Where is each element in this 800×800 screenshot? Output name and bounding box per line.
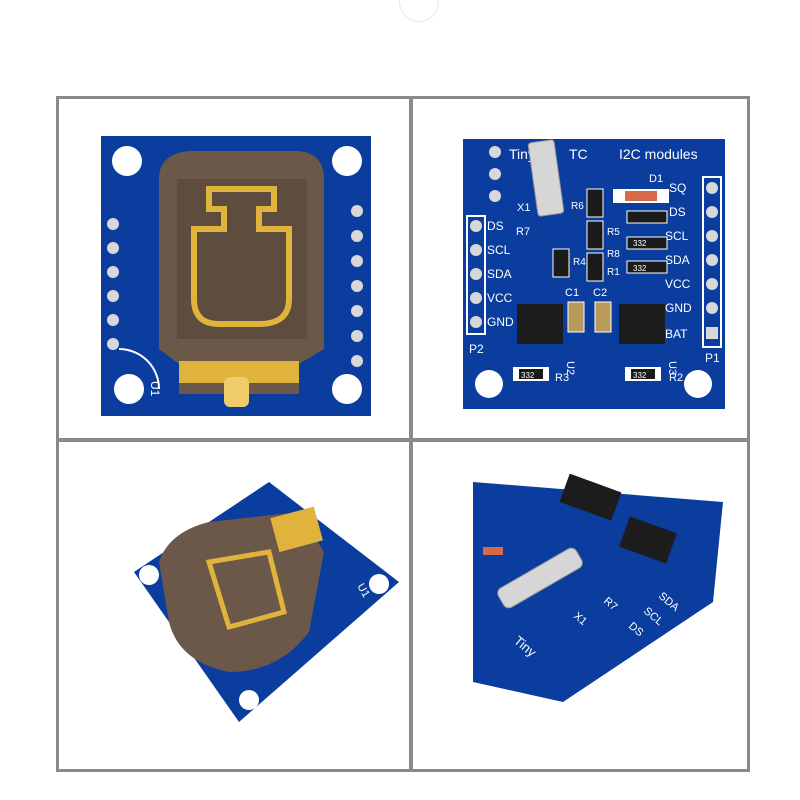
p2-label: P2 [469,342,484,356]
left-pin-label: GND [487,315,514,329]
grid-divider-vertical [409,96,413,772]
r4-label: R4 [573,257,586,268]
left-pin-label: SCL [487,243,511,257]
panel-battery-holder-angled: U1 [59,442,409,769]
panel-component-angled: Tiny X1 R7 DS SCL SDA [413,442,747,769]
gold-spring [270,506,323,553]
r7-label: R7 [516,226,530,238]
u1-label: U1 [148,381,162,397]
mounting-hole [332,374,362,404]
mounting-hole [114,374,144,404]
r5-label: R5 [607,227,620,238]
right-pin-label: BAT [665,327,688,341]
c2-label: C2 [593,287,607,299]
c1-label: C1 [565,287,579,299]
gold-spring [179,361,299,383]
grid-divider-horizontal [56,438,750,442]
r1-label: R1 [607,267,620,278]
mounting-hole [369,574,389,594]
r6-label: R6 [571,201,584,212]
p1-label: P1 [705,351,720,365]
mounting-hole [475,370,503,398]
gold-contact [205,549,288,631]
right-pin-label: VCC [665,277,691,291]
gold-spring-tab [224,377,249,407]
r3-label: R3 [555,372,569,384]
res-332: 332 [521,371,535,380]
r8-label: R8 [607,249,620,260]
right-pin-label: SQ [669,181,686,195]
ic-u2 [517,304,563,344]
battery-holder [159,512,324,672]
left-pins [466,215,486,335]
left-pin-header [107,218,119,350]
res-332: 332 [633,239,647,248]
battery-holder-inner [177,179,307,339]
top-decoration [399,0,439,22]
mounting-hole [684,370,712,398]
capacitor [567,301,585,333]
resistors [552,188,668,282]
gold-contact [191,186,292,327]
right-pin-label: SDA [665,253,690,267]
mounting-hole [112,146,142,176]
crystal [497,547,583,609]
ic-chip [619,516,677,564]
right-pin-label: DS [669,205,686,219]
left-pin-label: VCC [487,291,513,305]
crystal [527,139,565,217]
right-pin-label: SCL [665,229,689,243]
ic-u3 [619,304,665,344]
r2-label: R2 [669,372,683,384]
res-332: 332 [633,264,647,273]
u2-label: U2 [564,361,576,375]
right-pins [702,176,722,348]
mounting-hole [332,146,362,176]
title-modules: I2C modules [619,146,698,162]
title-rtc: TC [569,146,588,162]
d1-label: D1 [649,173,663,185]
right-pin-label: GND [665,301,692,315]
right-pin-header [351,205,363,367]
x1-label: X1 [517,202,530,214]
mounting-hole [139,565,159,585]
panel-battery-holder-top: U1 [59,99,409,438]
res-332: 332 [633,371,647,380]
u3-label: U3 [666,361,678,375]
mounting-hole [239,690,259,710]
left-pin-label: DS [487,219,504,233]
panel-component-side: Tiny TC I2C modules X1 R7 D1 DS SCL SDA … [413,99,747,438]
left-pin-label: SDA [487,267,512,281]
capacitor [594,301,612,333]
ic-chip [559,473,622,521]
